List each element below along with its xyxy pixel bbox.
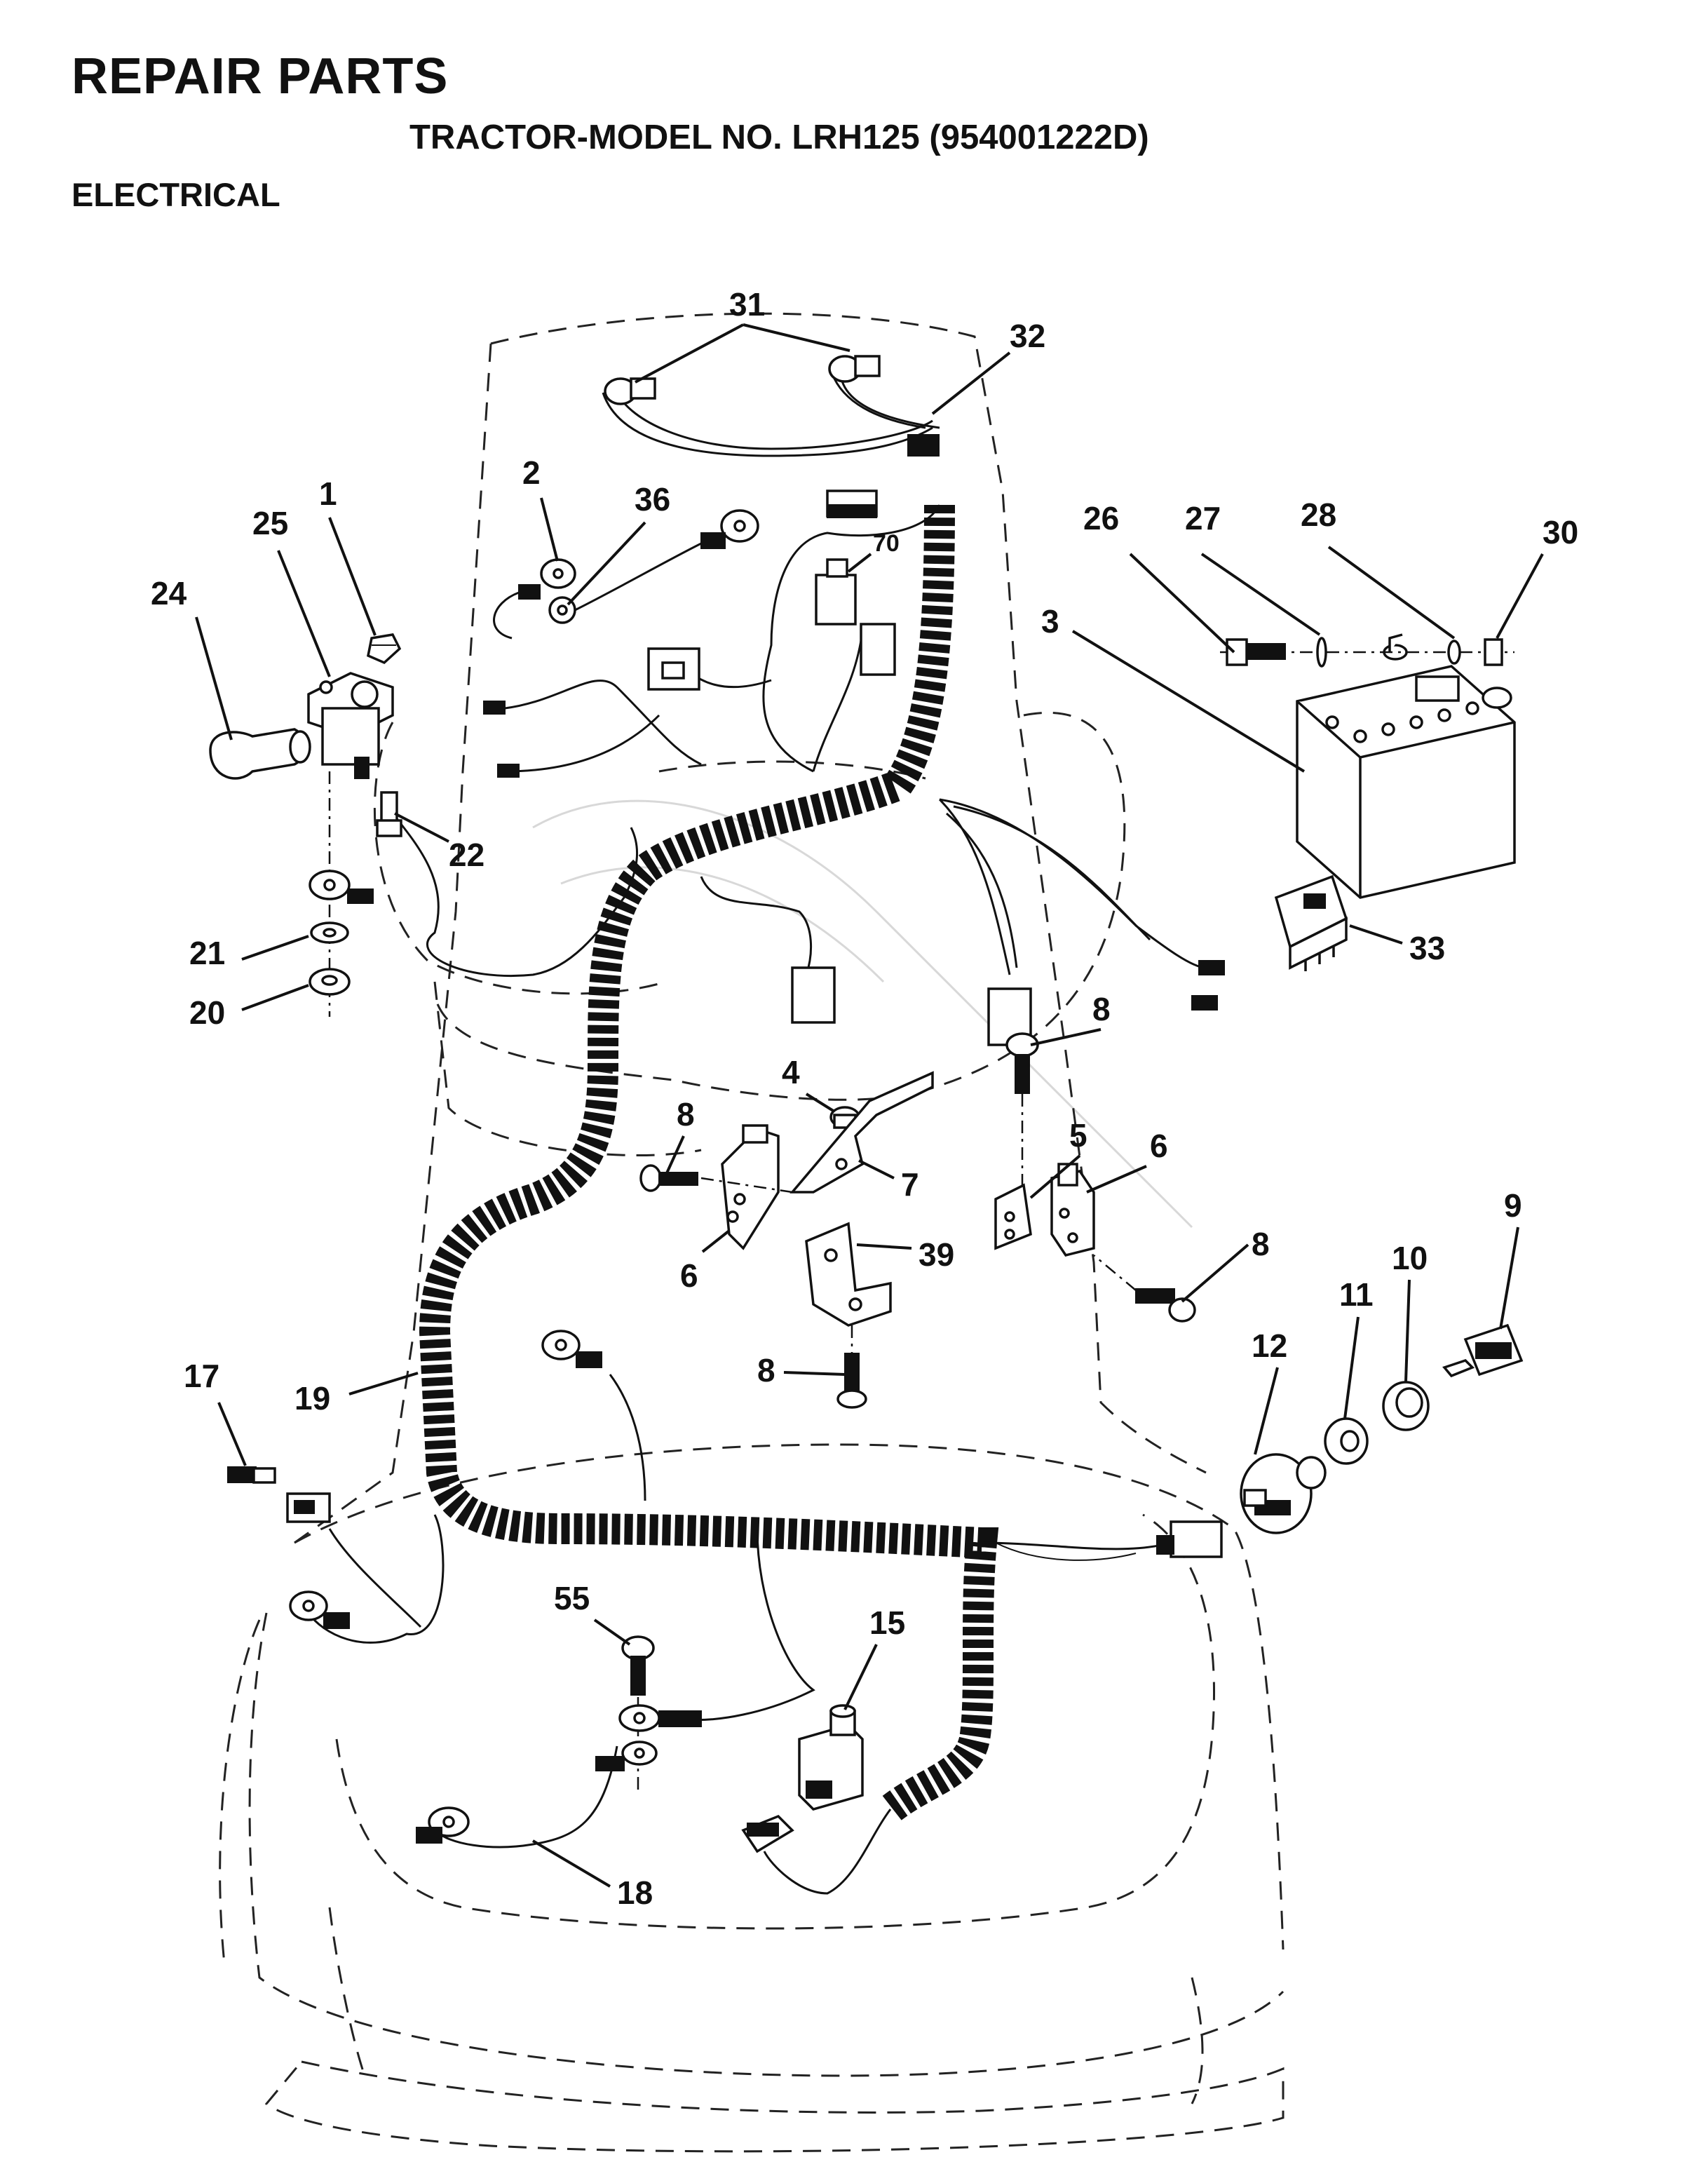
watermark-logo [532, 799, 1193, 1229]
ring-terminal-wire [574, 509, 759, 611]
callout-70: 70 [873, 530, 900, 557]
ring-terminal-battery [309, 870, 374, 904]
fuse-holder [286, 1492, 331, 1523]
ignition-nut-11 [1324, 1417, 1369, 1465]
ground-terminal-b [595, 1741, 658, 1771]
section-heading: ELECTRICAL [72, 176, 280, 213]
callout-33: 33 [1409, 930, 1445, 966]
ignition-bezel-10 [1382, 1381, 1430, 1431]
leader-lines [195, 323, 1544, 1888]
callout-27: 27 [1185, 500, 1221, 536]
ignition-switch-12 [1240, 1453, 1327, 1534]
lock-washer-28 [1447, 640, 1461, 665]
callout-55: 55 [554, 1580, 590, 1616]
ignition-harness-connector [1156, 1520, 1223, 1558]
connector-left [647, 647, 700, 691]
battery-bolt-26 [1226, 638, 1286, 666]
callout-28: 28 [1301, 496, 1336, 533]
body-outline [294, 1443, 1285, 1950]
callout-10: 10 [1392, 1240, 1428, 1276]
page-title: REPAIR PARTS [72, 48, 449, 104]
callout-labels: 31 32 2 36 70 1 25 24 22 21 20 26 27 28 … [151, 286, 1578, 1911]
callout-30: 30 [1543, 514, 1578, 550]
bolt-8c [1135, 1288, 1196, 1323]
callout-32: 32 [1010, 318, 1045, 354]
bolt-8a [639, 1164, 698, 1192]
bolt-8b [1005, 1032, 1039, 1094]
callout-25: 25 [252, 505, 288, 541]
seat-switch-15 [798, 1704, 864, 1811]
bracket-5 [994, 1183, 1032, 1250]
hex-nut-20 [309, 968, 351, 996]
callout-8b: 8 [1092, 991, 1111, 1027]
spade-terminals [483, 701, 1225, 1011]
connector-right [860, 623, 896, 676]
callout-11: 11 [1339, 1276, 1374, 1313]
starter-solenoid-25 [307, 672, 394, 779]
ground-strap-18 [416, 1806, 470, 1844]
callout-8c: 8 [1252, 1226, 1270, 1262]
flat-washer-27 [1316, 637, 1327, 668]
lock-washer-21 [310, 921, 349, 944]
callout-6a: 6 [680, 1257, 698, 1294]
callout-18: 18 [617, 1874, 653, 1911]
battery-3 [1296, 633, 1516, 899]
callout-22: 22 [449, 837, 484, 873]
connector-mid-left [791, 966, 836, 1024]
callout-8a: 8 [677, 1096, 695, 1133]
bolt-8d [836, 1353, 867, 1409]
callout-12: 12 [1252, 1327, 1287, 1364]
switch-6a [721, 1124, 780, 1250]
ground-bolt-55 [621, 1635, 655, 1696]
harness-connector-32 [907, 434, 940, 457]
terminal-boot-24 [209, 728, 311, 780]
coiled-harness-19 [419, 504, 999, 1822]
fuse-17 [227, 1466, 276, 1484]
callout-3: 3 [1041, 603, 1059, 640]
hex-nut-1 [367, 633, 402, 665]
callout-19: 19 [294, 1380, 330, 1417]
callout-1: 1 [319, 475, 337, 512]
rocker-switch-33 [1274, 874, 1348, 971]
hood-outline [490, 312, 1207, 1474]
callout-5: 5 [1069, 1117, 1087, 1154]
callout-9: 9 [1504, 1187, 1522, 1224]
seat-switch-connector [741, 1814, 794, 1853]
ignition-key-9 [1442, 1323, 1524, 1378]
switch-6b [1050, 1163, 1095, 1257]
hex-nut-30 [1484, 638, 1503, 666]
callout-7: 7 [901, 1166, 919, 1203]
callout-8d: 8 [757, 1352, 775, 1388]
callout-6b: 6 [1150, 1128, 1168, 1164]
model-subtitle: TRACTOR-MODEL NO. LRH125 (954001222D) [409, 119, 1149, 156]
callout-20: 20 [189, 994, 225, 1031]
headlight-bulb-31b [828, 355, 881, 383]
callout-21: 21 [189, 935, 225, 971]
callout-4: 4 [782, 1054, 800, 1090]
connector-top [826, 489, 878, 518]
callout-15: 15 [869, 1604, 905, 1641]
connector-70 [815, 558, 857, 626]
headlight-bulb-31a [604, 377, 656, 405]
callout-39: 39 [919, 1236, 954, 1273]
bracket-39 [805, 1222, 892, 1327]
callout-24: 24 [151, 575, 187, 611]
ring-terminal-seat [541, 1330, 602, 1368]
callout-17: 17 [184, 1358, 219, 1394]
callout-2: 2 [522, 454, 541, 491]
ring-terminal-lower-left [289, 1590, 350, 1629]
bracket-7 [789, 1071, 934, 1194]
callout-36: 36 [635, 481, 670, 518]
callout-31: 31 [729, 286, 765, 323]
bolt-22 [376, 791, 402, 837]
ground-terminal-a [618, 1704, 702, 1732]
headlight-harness-32 [616, 378, 940, 457]
callout-26: 26 [1083, 500, 1119, 536]
